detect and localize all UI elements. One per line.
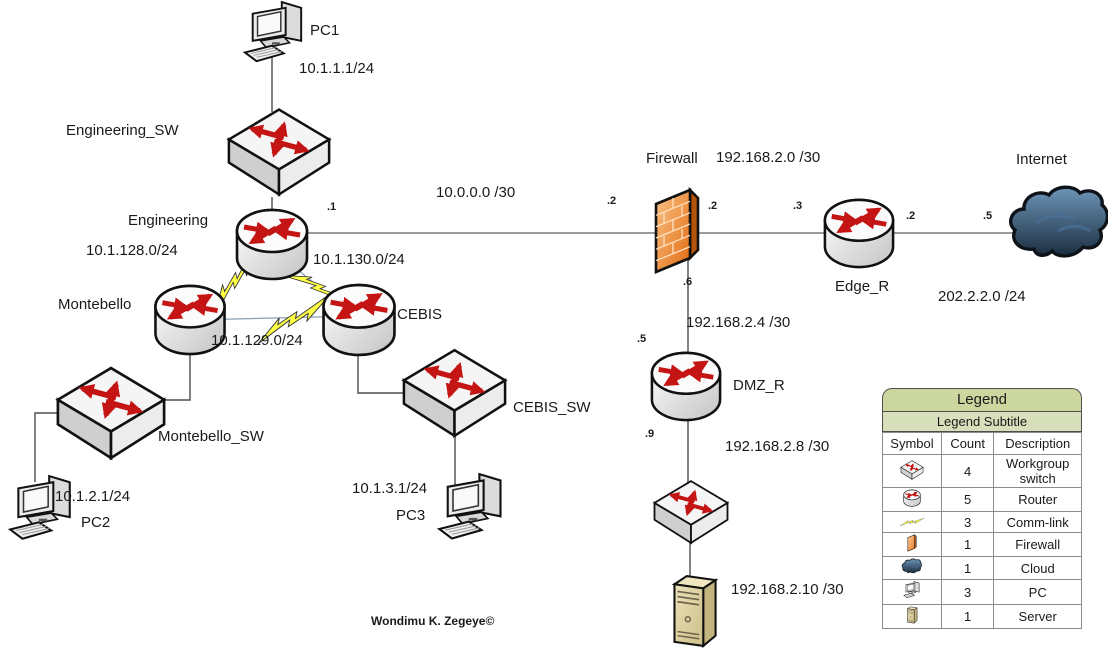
legend-count: 3 — [940, 579, 995, 605]
subnet-eng-montebello-label: 10.1.128.0/24 — [86, 242, 178, 259]
legend-col-symbol: Symbol — [882, 432, 942, 455]
pc3-icon[interactable] — [436, 472, 508, 548]
legend-row-router: 5 Router — [882, 487, 1082, 512]
cebis-router-icon[interactable] — [320, 281, 398, 358]
legend-row-pc: 3 PC — [882, 579, 1082, 605]
pc2-label: PC2 — [81, 514, 111, 531]
firewall-icon[interactable] — [650, 186, 704, 276]
pc2-icon[interactable] — [8, 474, 76, 548]
legend-col-description: Description — [993, 432, 1082, 455]
pc2-ip-label: 10.1.2.1/24 — [55, 488, 131, 505]
if-edge-left-dot3: .3 — [793, 200, 803, 212]
if-firewall-left-dot2: .2 — [607, 195, 617, 207]
legend-title: Legend — [882, 388, 1082, 411]
edge-r-label: Edge_R — [835, 278, 890, 295]
legend-description: Cloud — [993, 556, 1082, 580]
legend-count: 1 — [940, 604, 995, 629]
subnet-fw-dmz-label: 192.168.2.4 /30 — [686, 314, 791, 331]
subnet-edge-internet-label: 202.2.2.0 /24 — [938, 288, 1026, 305]
if-internet-dot5: .5 — [983, 210, 993, 222]
subnet-dmz-lan-label: 192.168.2.8 /30 — [725, 438, 830, 455]
legend-row-firewall: 1 Firewall — [882, 532, 1082, 557]
link-montebello-sw-pc2 — [34, 412, 62, 482]
legend-row-cloud: 1 Cloud — [882, 556, 1082, 580]
montebello-label: Montebello — [58, 296, 132, 313]
if-edge-right-dot2: .2 — [906, 210, 916, 222]
legend-count: 1 — [940, 532, 995, 557]
cebis-sw-label: CEBIS_SW — [513, 399, 591, 416]
if-firewall-right-dot2: .2 — [708, 200, 718, 212]
legend-description: Router — [993, 487, 1082, 512]
pc1-label: PC1 — [310, 22, 340, 39]
internet-cloud-icon[interactable] — [1006, 183, 1108, 267]
subnet-eng-cebis-label: 10.1.130.0/24 — [313, 251, 405, 268]
internet-label: Internet — [1016, 151, 1067, 168]
legend-col-count: Count — [940, 432, 995, 455]
legend-header-row: Symbol Count Description — [882, 432, 1082, 455]
montebello-sw-icon[interactable] — [54, 365, 168, 461]
legend-cloud-icon — [901, 558, 922, 575]
link-cebis-cebis-sw — [357, 355, 404, 394]
legend-count: 4 — [940, 454, 995, 488]
legend-subtitle: Legend Subtitle — [882, 411, 1082, 432]
legend-workgroup-switch-icon — [900, 460, 924, 480]
legend-pc-icon — [903, 581, 921, 600]
legend-description: Workgroup switch — [993, 454, 1082, 488]
legend-firewall-icon — [906, 534, 918, 552]
pc3-label: PC3 — [396, 507, 426, 524]
pc1-icon[interactable] — [243, 0, 307, 70]
firewall-label: Firewall — [646, 150, 698, 167]
server-icon[interactable] — [664, 574, 724, 648]
subnet-montebello-cebis-label: 10.1.129.0/24 — [211, 332, 303, 349]
engineering-label: Engineering — [128, 212, 209, 229]
engineering-sw-label: Engineering_SW — [66, 122, 179, 139]
subnet-eng-fw-label: 10.0.0.0 /30 — [436, 184, 516, 201]
if-firewall-bottom-dot6: .6 — [683, 276, 693, 288]
cebis-label: CEBIS — [397, 306, 443, 323]
legend-description: PC — [993, 579, 1082, 605]
subnet-fw-edge-label: 192.168.2.0 /30 — [716, 149, 821, 166]
montebello-sw-label: Montebello_SW — [158, 428, 264, 445]
legend-count: 3 — [940, 511, 995, 533]
author-credit: Wondimu K. Zegeye© — [371, 614, 495, 628]
legend-table: Symbol Count Description 4 Workgroup swi… — [882, 432, 1082, 629]
legend-comm-link-icon — [900, 517, 924, 527]
if-engineering-dot1: .1 — [327, 201, 337, 213]
if-dmz-top-dot5: .5 — [637, 333, 647, 345]
legend-row-workgroup-switch: 4 Workgroup switch — [882, 454, 1082, 488]
edge-r-router-icon[interactable] — [822, 196, 896, 270]
dmz-r-label: DMZ_R — [733, 377, 785, 394]
pc3-ip-label: 10.1.3.1/24 — [352, 480, 428, 497]
cebis-sw-icon[interactable] — [401, 347, 508, 439]
engineering-sw-icon[interactable] — [226, 106, 332, 198]
subnet-server-label: 192.168.2.10 /30 — [731, 581, 844, 598]
legend-description: Server — [993, 604, 1082, 629]
pc1-ip-label: 10.1.1.1/24 — [299, 60, 375, 77]
if-dmz-bottom-dot9: .9 — [645, 428, 655, 440]
dmz-switch-icon[interactable] — [650, 479, 732, 545]
legend-count: 5 — [940, 487, 995, 512]
legend-server-icon — [905, 606, 919, 624]
engineering-router-icon[interactable] — [233, 206, 311, 282]
legend-description: Comm-link — [993, 511, 1082, 533]
legend-description: Firewall — [993, 532, 1082, 557]
dmz-r-router-icon[interactable] — [649, 349, 723, 423]
legend-count: 1 — [940, 556, 995, 580]
link-montebello-montebello-sw — [164, 352, 191, 401]
legend-row-server: 1 Server — [882, 604, 1082, 629]
legend-panel: Legend Legend Subtitle Symbol Count Desc… — [882, 388, 1082, 629]
legend-router-icon — [903, 489, 921, 507]
legend-row-comm-link: 3 Comm-link — [882, 511, 1082, 533]
